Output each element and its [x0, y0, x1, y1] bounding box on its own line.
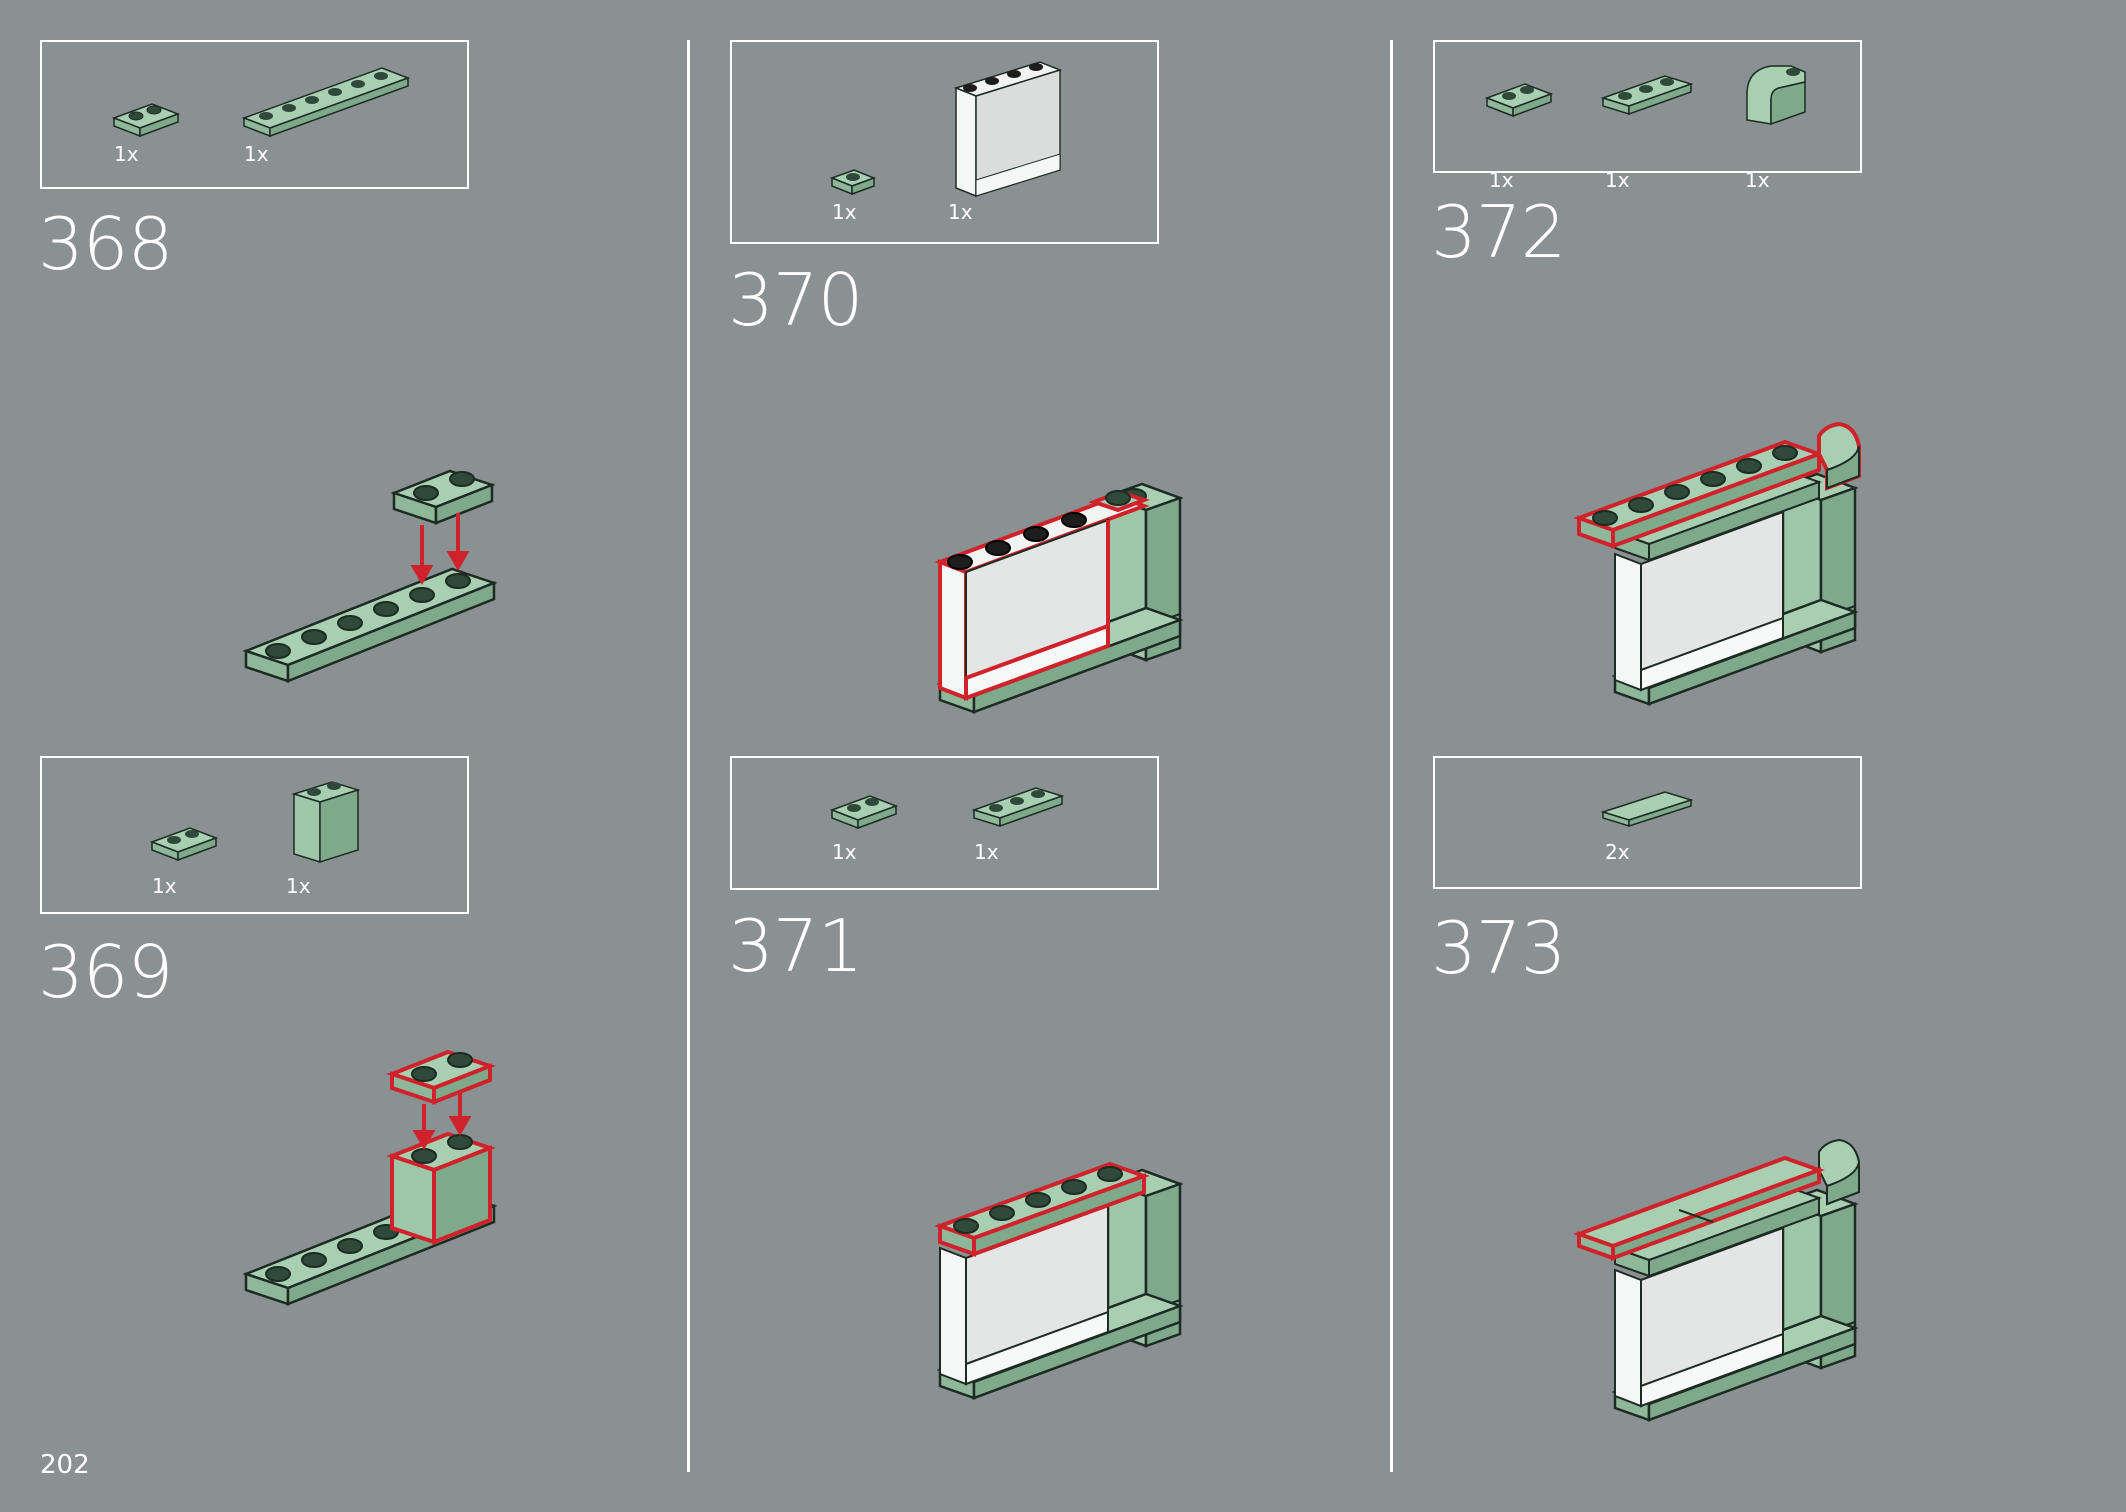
part-quantity: 1x [114, 142, 139, 166]
step-373: 2x 373 [1431, 756, 2093, 1456]
tile-1x4-icon [1600, 791, 1694, 828]
column-divider-left [687, 40, 690, 1472]
assembly-illustration [1573, 421, 1861, 706]
step-number: 372 [1431, 190, 1566, 274]
part-quantity: 2x [1605, 840, 1630, 864]
step-number: 371 [728, 904, 863, 988]
step-number: 368 [38, 202, 173, 286]
page-number: 202 [40, 1450, 90, 1480]
plate-1x2-icon [1484, 83, 1554, 118]
plate-1x1-icon [829, 169, 877, 196]
plate-1x2-icon [111, 103, 181, 138]
plate-1x6-icon [241, 67, 411, 138]
assembly-illustration [934, 1161, 1184, 1400]
assembly-illustration [242, 1049, 498, 1306]
step-370: 1x 1x 370 [728, 40, 1390, 740]
parts-callout: 1x 1x [730, 40, 1159, 244]
plate-1x2-icon [829, 795, 899, 830]
part-quantity: 1x [948, 200, 973, 224]
plate-1x3-icon [971, 787, 1065, 828]
assembly-illustration [1573, 1138, 1860, 1422]
parts-callout: 1x 1x [40, 40, 469, 189]
part-quantity: 1x [286, 874, 311, 898]
part-quantity: 1x [244, 142, 269, 166]
part-quantity: 1x [1605, 168, 1630, 192]
panel-1x4x3-icon [953, 61, 1063, 198]
step-368: 1x 1x 368 [38, 40, 700, 740]
step-371: 1x 1x 371 [728, 756, 1390, 1456]
plate-1x3-icon [1600, 75, 1694, 116]
plate-1x2-icon [149, 827, 219, 862]
part-quantity: 1x [832, 200, 857, 224]
part-quantity: 1x [1489, 168, 1514, 192]
step-369: 1x 1x 369 [38, 756, 700, 1456]
part-quantity: 1x [974, 840, 999, 864]
step-number: 373 [1431, 906, 1566, 990]
step-number: 369 [38, 930, 173, 1014]
parts-callout: 1x 1x [730, 756, 1159, 890]
brick-1x2x2-icon [291, 781, 361, 864]
parts-callout: 1x 1x 1x [1433, 40, 1862, 190]
step-number: 370 [728, 258, 863, 342]
parts-callout: 2x [1433, 756, 1862, 889]
part-quantity: 1x [1745, 168, 1770, 192]
curved-brick-icon [1746, 65, 1806, 126]
column-divider-right [1390, 40, 1393, 1472]
assembly-illustration [242, 469, 498, 683]
part-quantity: 1x [152, 874, 177, 898]
step-372: 1x 1x 1x 372 [1431, 40, 2093, 740]
part-quantity: 1x [832, 840, 857, 864]
parts-callout: 1x 1x [40, 756, 469, 914]
assembly-illustration [934, 482, 1184, 714]
